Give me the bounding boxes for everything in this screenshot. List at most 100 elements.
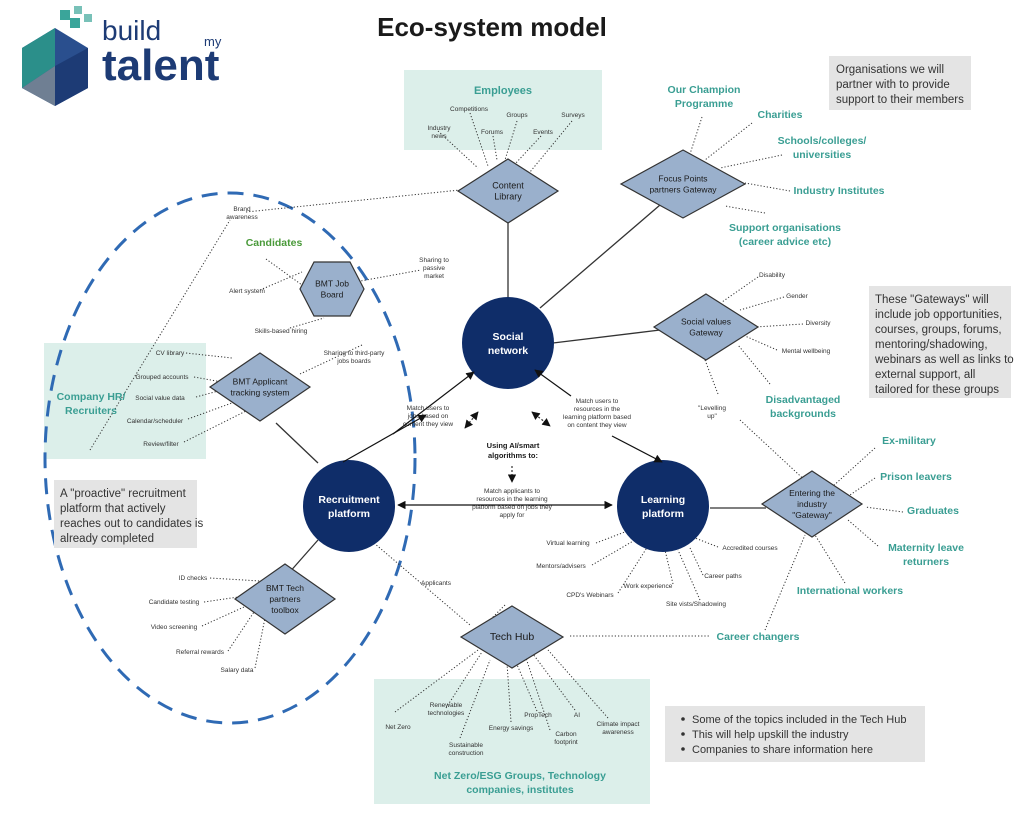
learning-platform-hub[interactable]: [617, 460, 709, 552]
industry-international: International workers: [797, 585, 903, 597]
connector: [764, 534, 806, 631]
company-hr-item-4: Review/filter: [143, 441, 179, 448]
connector: [664, 549, 674, 585]
tech-note-bullet: [681, 732, 685, 736]
partner-schools: Schools/colleges/universities: [778, 135, 867, 161]
tech-hub-gateway[interactable]: [459, 605, 565, 669]
connector: [689, 547, 704, 576]
gateways-note-box: [869, 286, 1011, 398]
focus-points-gateway[interactable]: [619, 149, 747, 219]
connector: [739, 419, 811, 486]
tech-toolbox-gateway[interactable]: [233, 563, 337, 635]
connector: [287, 539, 319, 575]
connector: [437, 130, 479, 169]
tech-energy: Energy savings: [489, 725, 534, 732]
toolbox-item-1: Candidate testing: [149, 599, 200, 606]
toolbox-item-2: Video screening: [151, 624, 198, 631]
candidates-heading: Candidates: [246, 237, 303, 249]
page-title: Eco-system model: [377, 12, 607, 42]
industry-ex-military: Ex-military: [882, 435, 936, 447]
sv-diversity: Diversity: [806, 320, 832, 327]
connector: [254, 617, 266, 669]
learning-accredited: Accredited courses: [722, 545, 778, 552]
company-hr-item-1: Grouped accounts: [135, 374, 189, 381]
ats-gateway[interactable]: [208, 352, 312, 422]
connector: [724, 205, 766, 214]
arrow-learning-to-social: [534, 369, 572, 397]
recruitment-ellipse: [43, 191, 417, 725]
learning-site: Site vists/Shadowing: [666, 601, 726, 608]
ai-dotted-left: [464, 411, 479, 429]
connector: [864, 506, 904, 513]
connector: [847, 519, 879, 547]
partner-institutes: Industry Institutes: [793, 185, 884, 197]
tech-proptech: PropTech: [524, 712, 552, 719]
employee-item-competitions: Competitions: [450, 106, 489, 113]
proactive-note-box: [54, 480, 197, 548]
connector: [744, 182, 791, 192]
tech-note-line-2: Companies to share information here: [692, 744, 873, 756]
tech-note-line-0: Some of the topics included in the Tech …: [692, 714, 906, 726]
connector: [744, 335, 778, 351]
sv-mental: Mental wellbeing: [782, 348, 831, 355]
toolbox-item-0: ID checks: [179, 575, 208, 582]
connector: [445, 651, 483, 709]
learning-paths: Career paths: [704, 573, 742, 580]
content-library-gateway[interactable]: [456, 158, 560, 224]
industry-graduates: Graduates: [907, 505, 959, 517]
connector: [754, 323, 804, 328]
connector: [591, 539, 636, 566]
applicants-label: Applicants: [421, 580, 452, 587]
employees-panel: [404, 70, 602, 150]
connector: [259, 271, 303, 291]
social-values-gateway[interactable]: [652, 293, 760, 361]
candidates-alert: Alert system: [229, 288, 265, 295]
build-my-talent-logo: build my talent: [22, 6, 222, 106]
industry-career-changers: Career changers: [717, 631, 800, 643]
company-hr-item-0: CV library: [156, 350, 185, 357]
tech-net-zero: Net Zero: [385, 724, 411, 731]
connector: [814, 534, 846, 584]
partner-support: Support organisations(career advice etc): [729, 222, 841, 248]
connector: [394, 649, 479, 713]
connector: [227, 611, 255, 652]
candidates-skills: Skills-based hiring: [255, 328, 308, 335]
employee-item-events: Events: [533, 129, 554, 136]
connector: [539, 204, 661, 309]
recruitment-platform-hub[interactable]: [303, 460, 395, 552]
connector: [704, 359, 719, 395]
company-hr-panel: [44, 343, 206, 459]
logo-build: build: [102, 15, 161, 46]
tech-note: Some of the topics included in the Tech …: [681, 714, 906, 756]
tech-panel: [374, 679, 650, 804]
social-network-hub[interactable]: [462, 297, 554, 389]
connector: [719, 154, 783, 169]
connector: [547, 649, 609, 719]
industry-gateway[interactable]: [760, 470, 864, 538]
connector: [737, 344, 771, 385]
employee-item-forums: Forums: [481, 129, 504, 136]
connector: [201, 606, 245, 627]
connector: [203, 595, 246, 603]
arrow-ai-to-learning: [611, 435, 663, 463]
connector: [89, 219, 231, 451]
bmt-job-board[interactable]: [299, 261, 365, 317]
